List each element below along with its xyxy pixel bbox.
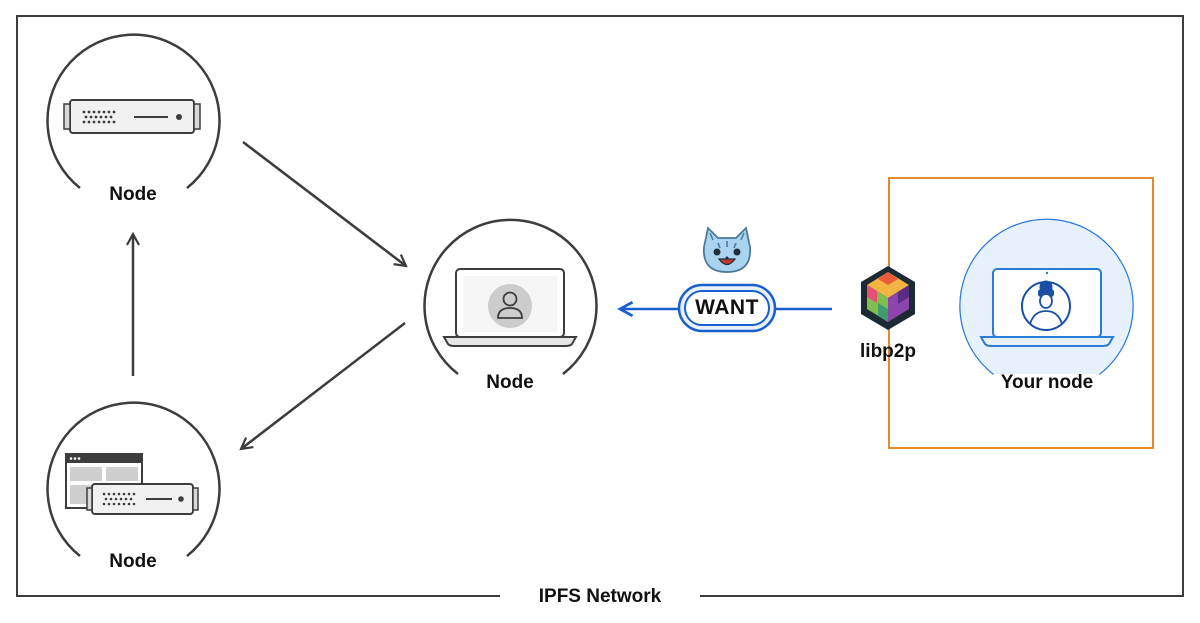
- bottom-left-node-server-with-browser-icon: [46, 401, 221, 557]
- arrow-top-left-to-center: [242, 141, 406, 266]
- libp2p-cube-icon: [861, 266, 915, 330]
- arrow-center-to-bottom-left: [241, 322, 406, 449]
- ipfs-network-label: IPFS Network: [500, 584, 700, 610]
- center-node-laptop-user-icon: [423, 218, 598, 375]
- cat-face-icon: [703, 226, 751, 273]
- your-node-label: Your node: [1000, 372, 1094, 393]
- libp2p-label: libp2p: [860, 341, 916, 362]
- top-left-node-server-icon: [46, 33, 221, 189]
- want-label: WANT: [695, 296, 759, 319]
- center-node-label: Node: [486, 372, 534, 393]
- bottom-left-node-label: Node: [109, 551, 157, 572]
- your-node-laptop-user-icon: [959, 218, 1134, 375]
- top-left-node-label: Node: [109, 184, 157, 205]
